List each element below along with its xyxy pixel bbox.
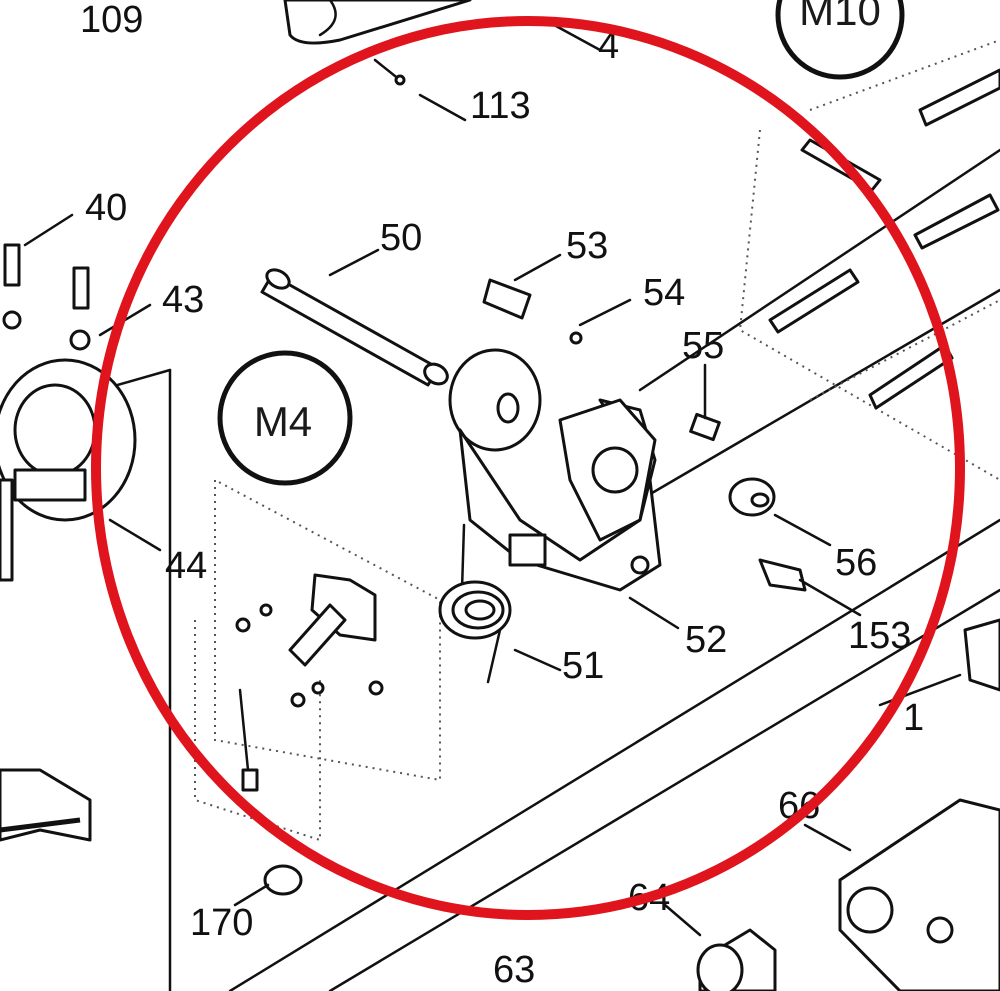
callout-50: 50: [380, 217, 422, 259]
lever-52: [448, 348, 662, 592]
callout-1: 1: [903, 697, 924, 739]
callout-52: 52: [685, 619, 727, 661]
leader-lines: [23, 18, 962, 937]
callout-43: 43: [162, 279, 204, 321]
bracket-assembly: [235, 573, 384, 896]
part-109: [283, 0, 472, 86]
shaft-50: [260, 268, 449, 387]
callout-53: 53: [566, 225, 608, 267]
callout-51: 51: [562, 645, 604, 687]
left-assembly: [0, 243, 137, 842]
bottom-right-parts: [696, 798, 1000, 991]
right-rods: [768, 68, 1000, 692]
marker-m4-label: M4: [254, 398, 312, 445]
callout-56: 56: [835, 542, 877, 584]
callout-109: 109: [80, 0, 143, 41]
callout-40: 40: [85, 187, 127, 229]
highlight-circle: [91, 16, 965, 920]
marker-m10-label: M10: [799, 0, 881, 34]
callout-44: 44: [165, 545, 207, 587]
callout-153: 153: [848, 615, 911, 657]
frame-rails: [98, 148, 1000, 991]
callout-54: 54: [643, 272, 685, 314]
callout-63: 63: [493, 949, 535, 991]
callout-55: 55: [682, 325, 724, 367]
callout-170: 170: [190, 902, 253, 944]
callout-113: 113: [470, 85, 531, 127]
callout-4: 4: [598, 25, 619, 67]
spring-51: [438, 523, 512, 684]
marker-m4: M4: [217, 350, 353, 486]
pin-53: [482, 278, 721, 442]
bushing-56: [728, 477, 807, 592]
marker-m10: M10: [775, 0, 905, 80]
